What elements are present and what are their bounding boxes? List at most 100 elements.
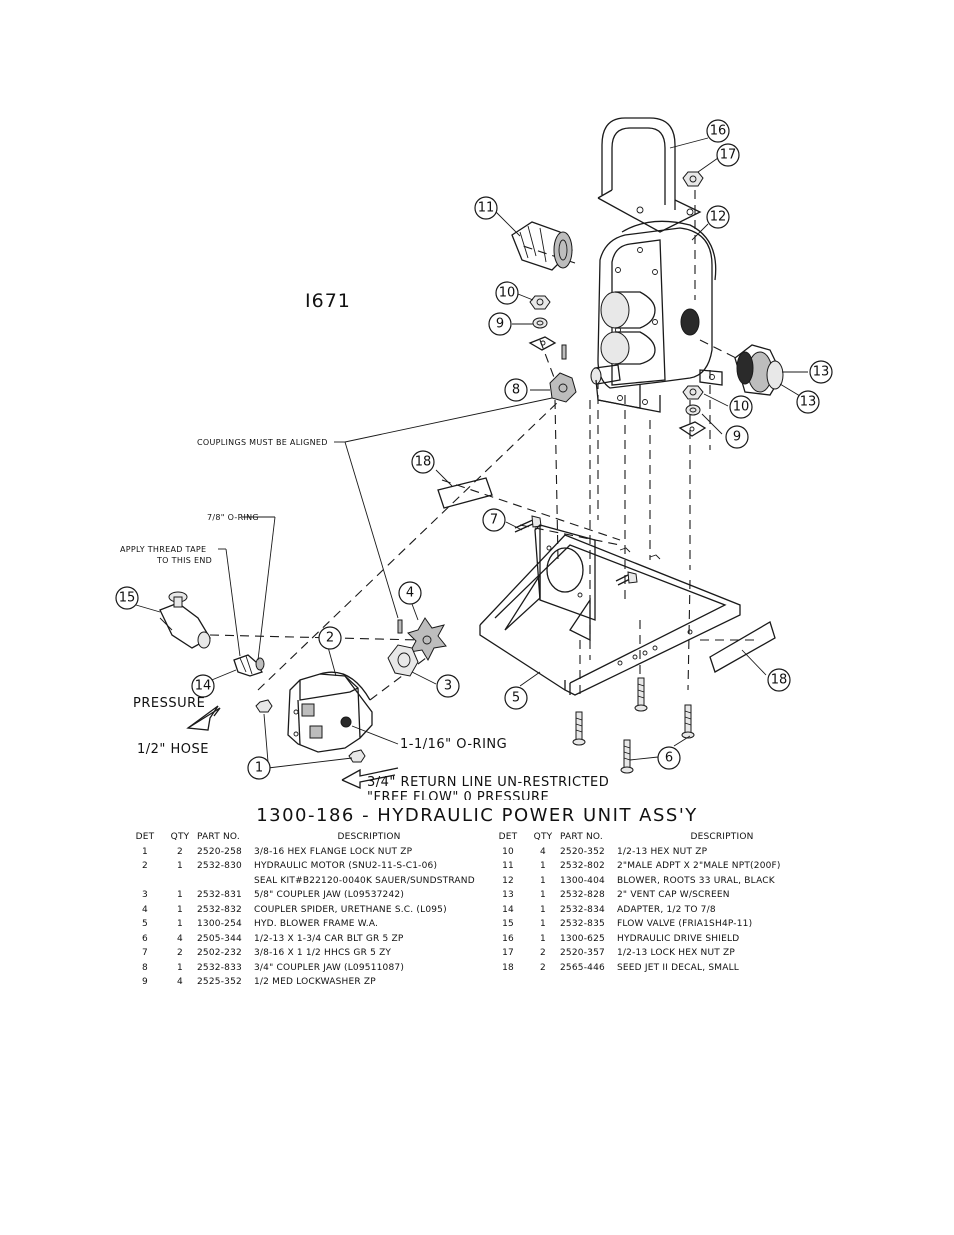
header-description: DESCRIPTION — [337, 832, 401, 843]
callout-6: 6 — [657, 746, 681, 770]
callout-2: 2 — [318, 626, 342, 650]
cell-qty: 1 — [540, 919, 546, 930]
callout-17: 17 — [716, 143, 740, 167]
note-return-line-2: "FREE FLOW" 0 PRESSURE — [367, 790, 549, 800]
decal-18-lower — [709, 621, 776, 673]
header-det: DET — [498, 832, 518, 843]
svg-text:1: 1 — [255, 761, 263, 776]
header-part-no: PART NO. — [197, 832, 240, 843]
cell-part-no: 2520-258 — [197, 846, 242, 857]
callout-16: 16 — [706, 119, 730, 143]
carriage-bolts — [572, 677, 695, 774]
svg-text:13: 13 — [800, 395, 817, 410]
cell-description: 3/4" COUPLER JAW (L09511087) — [254, 962, 405, 973]
cell-det: 7 — [142, 948, 148, 959]
callout-13-lower: 13 — [796, 390, 820, 414]
svg-text:4: 4 — [406, 586, 414, 601]
callout-11: 11 — [474, 196, 498, 220]
lock-nut-17 — [682, 171, 704, 187]
parts-table-left: DET QTY PART NO. DESCRIPTION 1 2 2520-258 3… — [127, 830, 484, 990]
coupler-jaw-8 — [549, 372, 577, 403]
hydraulic-motor — [287, 671, 373, 753]
svg-text:10: 10 — [499, 286, 516, 301]
svg-text:12: 12 — [710, 210, 727, 225]
leader-lines — [135, 137, 808, 769]
cell-det: 2 — [142, 861, 148, 872]
header-qty: QTY — [170, 832, 190, 843]
note-couplings-aligned: COUPLINGS MUST BE ALIGNED — [197, 438, 328, 447]
note-thread-tape-2: TO THIS END — [156, 556, 212, 565]
table-header-row: DET QTY PART NO. DESCRIPTION — [127, 830, 484, 845]
cell-det: 17 — [502, 948, 514, 959]
cell-description: HYD. BLOWER FRAME W.A. — [254, 919, 379, 930]
flange-lock-nuts — [255, 699, 366, 763]
cell-description: BLOWER, ROOTS 33 URAL, BLACK — [617, 875, 775, 886]
cell-part-no: 2532-831 — [197, 890, 242, 901]
cell-description: 1/2 MED LOCKWASHER ZP — [254, 977, 376, 988]
table-row: SEAL KIT#B22120-0040K SAUER/SUNDSTRAND — [127, 874, 484, 889]
pressure-arrow — [186, 705, 221, 731]
assembly-center-lines — [209, 190, 760, 701]
cell-qty: 1 — [540, 861, 546, 872]
svg-text:18: 18 — [771, 673, 788, 688]
flow-valve — [159, 591, 211, 649]
cell-det: 11 — [502, 861, 514, 872]
decal-18-upper — [437, 477, 493, 509]
svg-text:11: 11 — [478, 201, 495, 216]
exploded-assembly-drawing: 16 17 11 12 10 9 8 13 13 10 9 18 7 15 4 … — [115, 117, 833, 800]
cell-qty: 1 — [540, 890, 546, 901]
callout-4: 4 — [398, 581, 422, 605]
adapter-14 — [233, 654, 265, 677]
cell-det: 15 — [502, 919, 514, 930]
blower — [590, 220, 723, 413]
cell-qty: 1 — [177, 890, 183, 901]
cap-screw-7 — [514, 515, 638, 586]
table-header-row: DET QTY PART NO. DESCRIPTION — [490, 830, 827, 845]
cell-description: 2" VENT CAP W/SCREEN — [617, 890, 730, 901]
cell-description: 3/8-16 HEX FLANGE LOCK NUT ZP — [254, 846, 413, 857]
cell-part-no: 2525-352 — [197, 977, 242, 988]
cell-description: HYDRAULIC DRIVE SHIELD — [617, 933, 740, 944]
vent-cap — [734, 344, 784, 396]
cell-det: 8 — [142, 962, 148, 973]
cell-part-no: 1300-404 — [560, 875, 605, 886]
cell-part-no — [197, 874, 254, 889]
cell-det: 9 — [142, 977, 148, 988]
cell-det: 10 — [502, 846, 514, 857]
cell-part-no: 2520-357 — [560, 948, 605, 959]
cell-det: 12 — [502, 875, 514, 886]
cell-det: 6 — [142, 933, 148, 944]
return-arrow — [341, 767, 399, 790]
note-oring-1-1-16: 1-1/16" O-RING — [400, 737, 507, 752]
cell-part-no: 1300-254 — [197, 919, 242, 930]
svg-text:9: 9 — [733, 430, 741, 445]
parts-rows-left: 1 2 2520-258 3/8-16 HEX FLANGE LOCK NUT ZP 2… — [127, 845, 484, 990]
cell-description: SEED JET II DECAL, SMALL — [617, 962, 740, 973]
svg-text:6: 6 — [665, 751, 673, 766]
callout-13-upper: 13 — [809, 360, 833, 384]
cell-part-no: 2532-832 — [197, 904, 242, 915]
cell-qty: 1 — [177, 861, 183, 872]
coupler-jaw-3 — [387, 644, 419, 677]
cell-qty: 1 — [177, 919, 183, 930]
callout-12: 12 — [706, 205, 730, 229]
note-pressure: PRESSURE — [133, 696, 205, 711]
cell-part-no: 2505-344 — [197, 933, 242, 944]
callout-9-upper: 9 — [488, 312, 512, 336]
hardware-right — [678, 385, 707, 437]
cell-qty: 1 — [177, 962, 183, 973]
cell-det: 18 — [502, 962, 514, 973]
cell-part-no: 2565-446 — [560, 962, 605, 973]
svg-text:14: 14 — [195, 679, 212, 694]
